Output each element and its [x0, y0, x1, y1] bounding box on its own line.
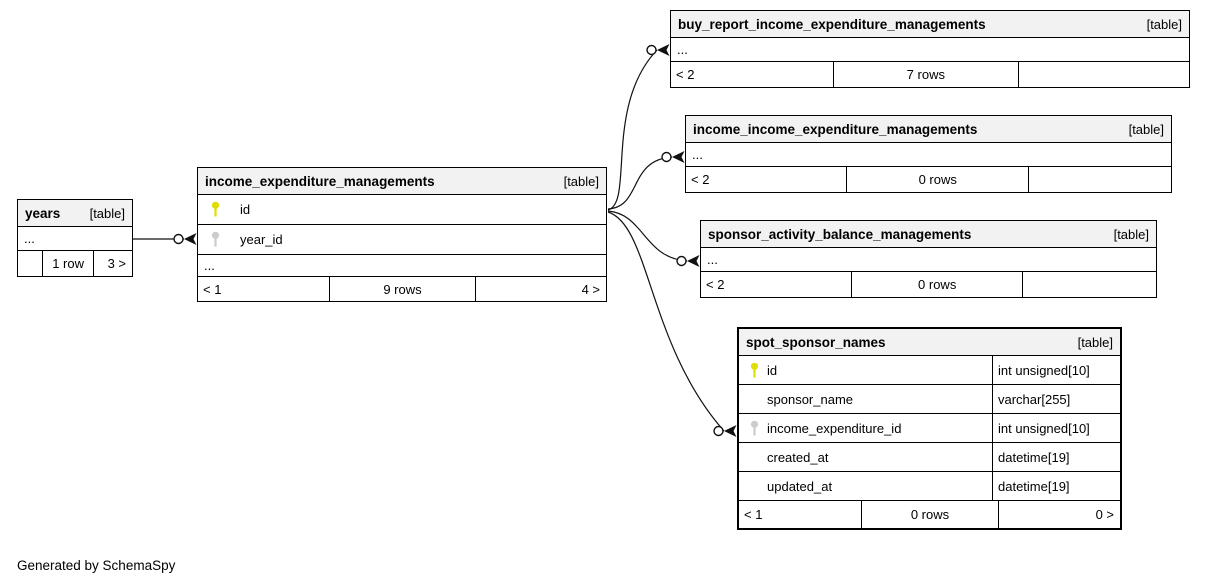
column-name: updated_at [767, 478, 833, 494]
column-row-income-expenditure-id[interactable]: income_expenditure_id int unsigned[10] [739, 414, 1120, 443]
table-tag: [table] [563, 173, 599, 189]
column-type: datetime[19] [992, 443, 1120, 471]
fk-connector-center-to-sponsor-activity [607, 210, 688, 262]
table-title[interactable]: sponsor_activity_balance_managements [708, 226, 972, 242]
zero-cardinality-circle [646, 44, 657, 56]
footer-child-count: 3 > [93, 251, 132, 276]
primary-key-icon [739, 362, 767, 379]
footer-child-count: 4 > [475, 277, 606, 301]
table-tag: [table] [1128, 121, 1164, 137]
table-header[interactable]: years [table] [18, 200, 132, 227]
footer-child-count [1022, 272, 1156, 297]
table-income-income-expenditure-managements[interactable]: income_income_expenditure_managements [t… [685, 115, 1172, 193]
primary-key-icon [198, 201, 240, 218]
column-type: int unsigned[10] [992, 414, 1120, 442]
footer-row-count: 0 rows [860, 501, 998, 528]
crows-foot-arrow [672, 151, 685, 163]
table-header[interactable]: sponsor_activity_balance_managements [ta… [701, 221, 1156, 248]
column-name: income_expenditure_id [767, 420, 902, 436]
footer-row-count: 7 rows [833, 62, 1017, 87]
table-title[interactable]: income_income_expenditure_managements [693, 121, 978, 137]
footer-parent-count: < 1 [744, 507, 763, 522]
foreign-key-icon [739, 420, 767, 437]
table-header[interactable]: income_income_expenditure_managements [t… [686, 116, 1171, 143]
table-years[interactable]: years [table] ... 1 row 3 > [17, 199, 133, 277]
footer-row-count: 0 rows [851, 272, 1022, 297]
table-footer: < 2 0 rows [701, 272, 1156, 297]
column-name: sponsor_name [767, 391, 853, 407]
table-title[interactable]: buy_report_income_expenditure_management… [678, 16, 986, 32]
footer-parent-count: < 1 [203, 281, 222, 297]
table-title[interactable]: spot_sponsor_names [746, 334, 886, 350]
column-row-updated-at[interactable]: updated_at datetime[19] [739, 472, 1120, 501]
zero-cardinality-circle [173, 233, 184, 245]
column-type: int unsigned[10] [992, 356, 1120, 384]
hidden-columns-ellipsis: ... [671, 38, 1189, 62]
footer-row-count: 1 row [41, 251, 93, 276]
column-name: id [240, 202, 251, 217]
column-row-sponsor-name[interactable]: sponsor_name varchar[255] [739, 385, 1120, 414]
column-row-id[interactable]: id int unsigned[10] [739, 356, 1120, 385]
crows-foot-arrow [687, 255, 700, 267]
footer-child-count [1017, 62, 1189, 87]
table-buy-report-income-expenditure-managements[interactable]: buy_report_income_expenditure_management… [670, 10, 1190, 88]
crows-foot-arrow [184, 233, 197, 245]
column-row-created-at[interactable]: created_at datetime[19] [739, 443, 1120, 472]
table-footer: < 1 0 rows 0 > [739, 501, 1120, 528]
footer-row-count: 0 rows [846, 167, 1028, 192]
table-income-expenditure-managements[interactable]: income_expenditure_managements [table] i… [197, 167, 607, 302]
footer-child-count [1028, 167, 1171, 192]
foreign-key-icon [198, 231, 240, 248]
column-type: varchar[255] [992, 385, 1120, 413]
table-tag: [table] [1077, 334, 1113, 350]
column-row-year-id[interactable]: year_id [198, 225, 606, 255]
table-tag: [table] [89, 205, 125, 221]
footer-parent-count [18, 251, 42, 276]
hidden-columns-ellipsis: ... [198, 255, 606, 277]
zero-cardinality-circle [676, 255, 687, 267]
fk-connector-center-to-income-income [607, 156, 673, 210]
table-footer: < 2 7 rows [671, 62, 1189, 87]
zero-cardinality-circle [713, 425, 724, 437]
table-tag: [table] [1146, 16, 1182, 32]
footer-parent-count: < 2 [691, 172, 710, 187]
footer-child-count: 0 > [998, 501, 1120, 528]
column-name: year_id [240, 232, 283, 247]
zero-cardinality-circle [661, 151, 672, 163]
table-tag: [table] [1113, 226, 1149, 242]
table-header[interactable]: spot_sponsor_names [table] [739, 329, 1120, 356]
fk-connector-center-to-buy-report [607, 49, 658, 211]
table-title[interactable]: years [25, 205, 61, 221]
column-type: datetime[19] [992, 472, 1120, 500]
table-header[interactable]: income_expenditure_managements [table] [198, 168, 606, 195]
footer-row-count: 9 rows [328, 277, 476, 301]
table-title[interactable]: income_expenditure_managements [205, 173, 435, 189]
column-row-id[interactable]: id [198, 195, 606, 225]
crows-foot-arrow [657, 44, 670, 56]
hidden-columns-ellipsis: ... [686, 143, 1171, 167]
table-footer: 1 row 3 > [18, 251, 132, 276]
crows-foot-arrow [724, 425, 737, 437]
table-footer: < 2 0 rows [686, 167, 1171, 192]
footer-parent-count: < 2 [676, 67, 695, 82]
hidden-columns-ellipsis: ... [701, 248, 1156, 272]
table-footer: < 1 9 rows 4 > [198, 277, 606, 301]
column-name: created_at [767, 449, 829, 465]
footer-parent-count: < 2 [706, 277, 725, 292]
table-spot-sponsor-names[interactable]: spot_sponsor_names [table] id int unsign… [737, 327, 1122, 530]
hidden-columns-ellipsis: ... [18, 227, 132, 251]
generator-credit: Generated by SchemaSpy [17, 558, 176, 573]
table-sponsor-activity-balance-managements[interactable]: sponsor_activity_balance_managements [ta… [700, 220, 1157, 298]
table-header[interactable]: buy_report_income_expenditure_management… [671, 11, 1189, 38]
column-name: id [767, 362, 778, 378]
